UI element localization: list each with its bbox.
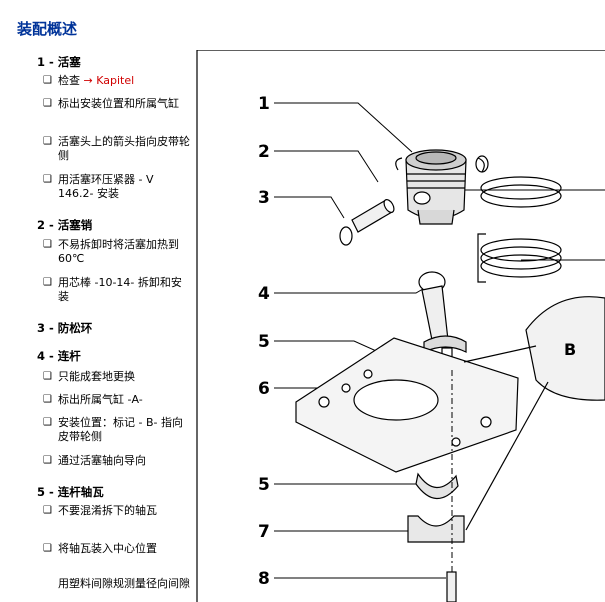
callout-2: 2: [258, 142, 270, 162]
checkbox-bullet-icon: ❑: [43, 505, 52, 516]
checkbox-bullet-icon: ❑: [43, 136, 52, 147]
list-item: ❑ 用芯棒 -10-14- 拆卸和安装: [43, 276, 182, 303]
checkbox-bullet-icon: ❑: [43, 371, 52, 382]
list-item: ❑ 只能成套地更换: [43, 370, 135, 383]
kapitel-link[interactable]: → Kapitel: [83, 74, 135, 87]
checkbox-bullet-icon: ❑: [43, 455, 52, 466]
bolt-drawing: [446, 571, 457, 602]
checkbox-bullet-icon: ❑: [43, 394, 52, 405]
checkbox-bullet-icon: ❑: [43, 543, 52, 554]
checkbox-bullet-icon: ❑: [43, 174, 52, 185]
page-title: 装配概述: [17, 20, 78, 38]
list-item: ❑ 不要混淆拆下的轴瓦: [43, 504, 157, 517]
detail-label-b: B: [564, 340, 576, 359]
bearing-cap-drawing: [407, 515, 465, 543]
crankcase-plate-drawing: [295, 337, 519, 473]
list-item: ❑ 检查 → Kapitel: [43, 74, 135, 87]
connecting-rod-drawing: [418, 271, 467, 359]
callout-8: 8: [258, 569, 270, 589]
exploded-diagram: 1 2 3 4 5 6 5 7 8: [196, 50, 605, 602]
parts-list: 1 - 活塞 ❑ 检查 → Kapitel ❑ 标出安装位置和所属气缸 ❑ 活塞…: [0, 0, 196, 602]
checkbox-bullet-icon: ❑: [43, 98, 52, 109]
callout-5b: 5: [258, 475, 270, 495]
callout-1: 1: [258, 94, 270, 114]
item-title-circlip: 3 - 防松环: [37, 321, 93, 335]
callout-6: 6: [258, 379, 270, 399]
list-item: ❑ 通过活塞轴向导向: [43, 454, 146, 467]
list-item: ❑ 安装位置：标记 - B- 指向皮带轮侧: [43, 416, 183, 443]
circlip-drawing: [339, 155, 489, 246]
callout-4: 4: [258, 284, 270, 304]
checkbox-bullet-icon: ❑: [43, 277, 52, 288]
piston-rings-drawing: [477, 176, 562, 283]
item-title-connecting-rod: 4 - 连杆: [37, 349, 81, 363]
list-item: ❑ 将轴瓦装入中心位置: [43, 542, 157, 555]
item-title-bearing-shell: 5 - 连杆轴瓦: [37, 485, 104, 499]
list-item: ❑ 标出所属气缸 -A-: [43, 393, 143, 406]
callout-5a: 5: [258, 332, 270, 352]
checkbox-bullet-icon: ❑: [43, 75, 52, 86]
list-item: ❑ 用活塞环压紧器 - V 146.2- 安装: [43, 173, 154, 200]
diagram-svg: 1 2 3 4 5 6 5 7 8: [196, 50, 605, 602]
callout-7: 7: [258, 522, 270, 542]
piston-drawing: [395, 149, 485, 225]
item-title-piston: 1 - 活塞: [37, 55, 81, 69]
footer-text: 用塑料间隙规测量径向间隙: [58, 577, 190, 590]
bearing-shell-drawing: [415, 472, 459, 500]
checkbox-bullet-icon: ❑: [43, 417, 52, 428]
list-item: ❑ 不易拆卸时将活塞加热到 60℃: [43, 238, 179, 265]
piston-pin-drawing: [351, 199, 395, 233]
item-title-piston-pin: 2 - 活塞销: [37, 218, 93, 232]
checkbox-bullet-icon: ❑: [43, 239, 52, 250]
callout-3: 3: [258, 188, 270, 208]
detail-view-b: [463, 296, 605, 531]
list-item: ❑ 标出安装位置和所属气缸: [43, 97, 179, 110]
list-item: ❑ 活塞头上的箭头指向皮带轮侧: [43, 135, 190, 162]
